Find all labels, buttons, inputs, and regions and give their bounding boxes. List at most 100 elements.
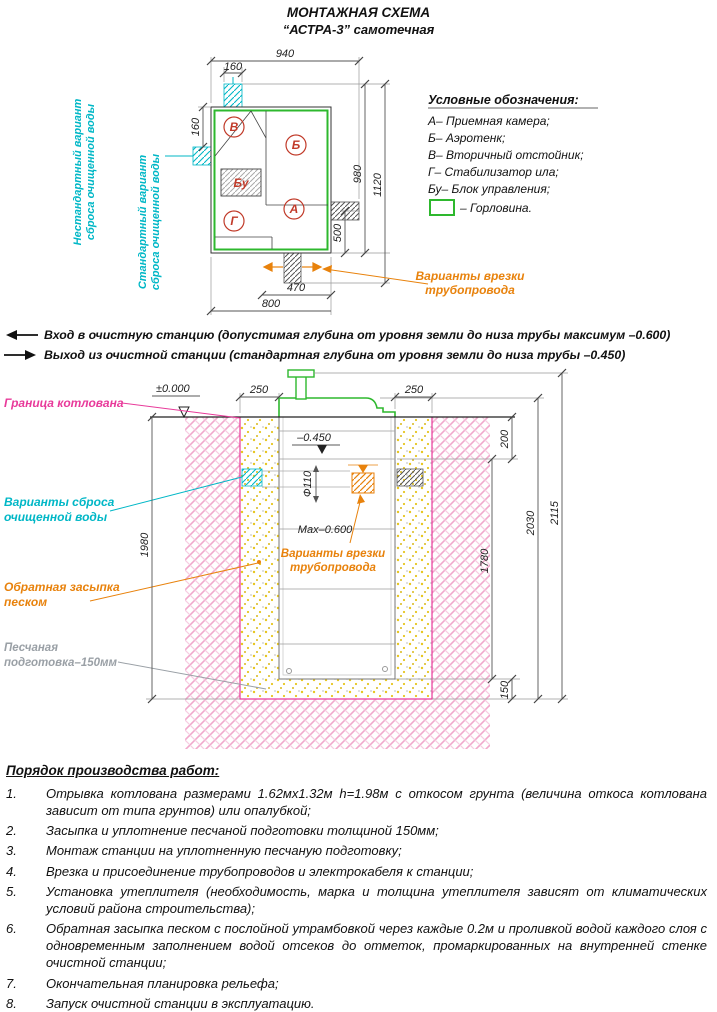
section-dimension-lines xyxy=(151,373,563,699)
sand-prep-callout: Песчаная подготовка–150мм xyxy=(4,642,267,690)
pit-boundary-text: Граница котлована xyxy=(4,396,124,410)
level-450-text: –0.450 xyxy=(296,432,332,444)
tank-internal-lines xyxy=(279,430,395,645)
drawing-header: МОНТАЖНАЯ СХЕМА “АСТРА-3” самотечная xyxy=(0,0,717,37)
compartment-label-g: Г xyxy=(230,214,238,228)
cyan-leaders xyxy=(165,77,234,157)
section-right-pipe-stub xyxy=(396,468,424,487)
procedure-item-text: Окончательная планировка рельефа; xyxy=(46,975,279,991)
inlet-pipe-lines xyxy=(262,470,350,488)
section-dim-150: 150 xyxy=(499,680,511,699)
plan-dim-980: 980 xyxy=(352,164,364,183)
section-cyan-pipe-stub xyxy=(241,468,263,487)
procedure-item: 5. Установка утеплителя (необходимость, … xyxy=(6,883,711,917)
sand-prep-text-line2: подготовка–150мм xyxy=(4,657,118,669)
outlet-arrow-icon xyxy=(4,350,36,360)
outlet-note-text: Выход из очистной станции (стандартная г… xyxy=(44,348,626,362)
procedure-item: 4. Врезка и присоединение трубопроводов … xyxy=(6,863,711,880)
section-dim-1780: 1780 xyxy=(479,548,491,573)
backfill-text-line1: Обратная засыпка xyxy=(4,580,120,594)
outlet-note: Выход из очистной станции (стандартная г… xyxy=(0,345,717,365)
pipe-diameter-dim: Ф110 xyxy=(302,465,319,503)
section-dim-2030: 2030 xyxy=(525,510,537,536)
insertion-note-arrowhead xyxy=(322,265,332,273)
legend-item-a: А– Приемная камера; xyxy=(427,114,550,128)
nonstandard-discharge-note-line1: Нестандартный вариант xyxy=(72,98,84,245)
tank-inner-wall xyxy=(282,417,392,676)
procedure-item-text: Запуск очистной станции в эксплуатацию. xyxy=(46,995,315,1011)
standard-discharge-note-line2: сброса очищенной воды xyxy=(150,153,162,290)
procedure-item: 6. Обратная засыпка песком с послойной у… xyxy=(6,920,711,971)
section-view-drawing: ±0.000 –0.450 Ф110 Мах–0.600 Варианты вр… xyxy=(4,368,568,749)
legend-neck-swatch xyxy=(429,199,455,216)
procedure-item-number: 3. xyxy=(6,843,17,859)
tank-neck-outline xyxy=(213,109,329,251)
procedure-item-number: 6. xyxy=(6,921,17,937)
legend-title: Условные обозначения: xyxy=(428,93,579,107)
legend-item-b: Б– Аэротенк; xyxy=(428,131,505,145)
procedure-item: 8. Запуск очистной станции в эксплуатаци… xyxy=(6,995,711,1012)
level-zero-text: ±0.000 xyxy=(156,383,190,395)
procedure-item-text: Монтаж станции на уплотненную песчаную п… xyxy=(46,843,402,859)
plan-dim-800: 800 xyxy=(262,298,281,310)
inlet-note-text: Вход в очистную станцию (допустимая глуб… xyxy=(44,328,671,342)
plan-view-drawing: В Б Г А Бу xyxy=(72,48,598,316)
page-subtitle: “АСТРА-3” самотечная xyxy=(282,22,435,37)
vent-pipe xyxy=(295,374,307,400)
plan-left-pipe-stub xyxy=(192,146,213,166)
section-dim-1980: 1980 xyxy=(139,532,151,557)
plan-extension-lines xyxy=(198,57,390,315)
procedure-item: 7. Окончательная планировка рельефа; xyxy=(6,975,711,992)
section-dim-250-left: 250 xyxy=(249,384,269,396)
procedure-item: 2. Засыпка и уплотнение песчаной подгото… xyxy=(6,822,711,839)
tank-partitions xyxy=(214,110,328,249)
discharge-text-line2: очищенной воды xyxy=(4,510,108,524)
discharge-text-line1: Варианты сброса xyxy=(4,495,115,509)
max-600-text: Мах–0.600 xyxy=(298,524,353,536)
standard-discharge-note-line1: Стандартный вариант xyxy=(137,155,149,290)
legend-item-bu: Бу– Блок управления; xyxy=(428,182,550,196)
section-insertion-note-line2: трубопровода xyxy=(290,562,377,574)
plan-dimension-ticks xyxy=(198,56,390,316)
procedure-item-number: 8. xyxy=(6,995,17,1011)
vent-cap xyxy=(287,369,315,378)
plan-dimension-lines xyxy=(202,60,386,312)
section-insertion-note: Варианты врезки трубопровода xyxy=(281,494,385,574)
tank-body-fill xyxy=(279,393,395,679)
sand-backfill-region xyxy=(240,417,432,699)
compartment-label-b: Б xyxy=(292,138,301,152)
plan-dim-1120: 1120 xyxy=(372,172,384,197)
level-zero-mark: ±0.000 xyxy=(152,383,200,419)
legend-item-neck: – Горловина. xyxy=(459,201,532,215)
section-insertion-note-line1: Варианты врезки xyxy=(281,548,385,560)
plan-insertion-note-line1: Варианты врезки xyxy=(416,269,526,283)
plan-dim-500: 500 xyxy=(332,223,344,242)
plan-insertion-note: Варианты врезки трубопровода xyxy=(322,265,525,297)
soil-hatch-region xyxy=(185,417,490,749)
procedure-item-text: Отрывка котлована размерами 1.62мх1.32м … xyxy=(46,786,707,819)
procedure-item: 3. Монтаж станции на уплотненную песчану… xyxy=(6,842,711,859)
plan-dim-160-top: 160 xyxy=(224,61,243,73)
compartment-label-v: В xyxy=(230,120,239,134)
pit-boundary-line xyxy=(239,417,433,700)
tank-body-outline xyxy=(278,417,396,680)
control-unit-box xyxy=(220,168,262,197)
aerator-detail-right xyxy=(382,666,388,672)
plan-insertion-note-line2: трубопровода xyxy=(425,283,515,297)
level-450-mark: –0.450 xyxy=(292,432,340,454)
legend: Условные обозначения: А– Приемная камера… xyxy=(427,93,598,216)
section-dim-200: 200 xyxy=(499,429,511,449)
work-procedure: Порядок производства работ: 1. Отрывка к… xyxy=(6,763,711,1012)
procedure-item-text: Обратная засыпка песком с послойной утра… xyxy=(46,921,707,971)
tank-lid xyxy=(278,397,396,417)
plan-bottom-pipe-stub xyxy=(283,250,302,284)
section-dim-2115: 2115 xyxy=(549,500,561,526)
nonstandard-discharge-note-line2: сброса очищенной воды xyxy=(85,103,97,240)
legend-item-v: В– Вторичный отстойник; xyxy=(428,148,584,162)
procedure-item-text: Установка утеплителя (необходимость, мар… xyxy=(46,883,707,916)
compartment-circles xyxy=(223,116,307,232)
procedure-item-number: 7. xyxy=(6,975,17,991)
discharge-callout: Варианты сброса очищенной воды xyxy=(4,476,243,524)
backfill-callout: Обратная засыпка песком xyxy=(4,560,261,609)
procedure-item-text: Врезка и присоединение трубопроводов и э… xyxy=(46,863,474,879)
